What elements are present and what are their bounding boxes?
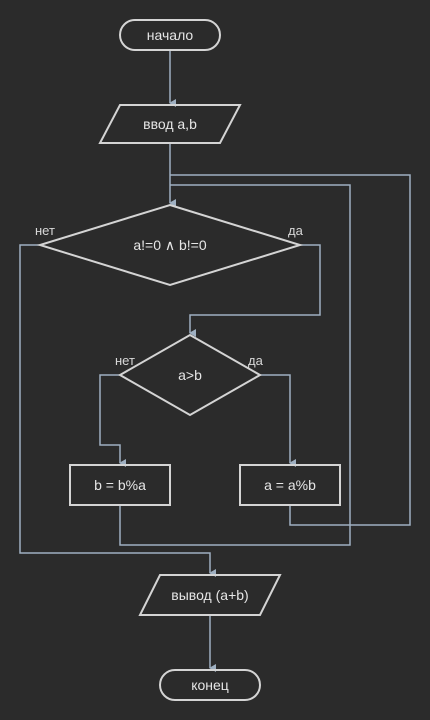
- connector-condition-yes-to-compare: [189, 244, 321, 337]
- end-terminator: [159, 669, 261, 701]
- output-label: вывод (a+b): [171, 587, 248, 603]
- loop-yes-label: да: [288, 223, 304, 238]
- end-label: конец: [191, 677, 229, 693]
- output-parallelogram: [138, 574, 282, 616]
- connector-condition-no-to-output: [19, 244, 216, 577]
- compare-no-label: нет: [115, 353, 135, 368]
- assign-b-label: b = b%a: [94, 477, 146, 493]
- compare-yes-label: да: [248, 353, 264, 368]
- input-parallelogram: [98, 104, 242, 144]
- connector-compare-yes-to-assign-a: [260, 374, 296, 467]
- connector-compare-no-to-assign-b: [99, 374, 126, 467]
- connector-assign-a-loop-back: [170, 174, 411, 526]
- loop-condition-diamond: [36, 203, 304, 287]
- assign-a-label: a = a%b: [264, 477, 316, 493]
- loop-condition-label: a!=0 ∧ b!=0: [133, 237, 207, 253]
- assign-a-process: [239, 464, 341, 506]
- start-label: начало: [147, 27, 194, 43]
- loop-no-label: нет: [35, 223, 55, 238]
- assign-b-process: [69, 464, 171, 506]
- connector-assign-b-loop-back: [119, 184, 351, 546]
- input-label: ввод a,b: [143, 116, 197, 132]
- compare-label: a>b: [178, 367, 202, 383]
- start-terminator: [119, 19, 221, 51]
- connectors: [19, 50, 411, 672]
- compare-diamond: [117, 333, 263, 417]
